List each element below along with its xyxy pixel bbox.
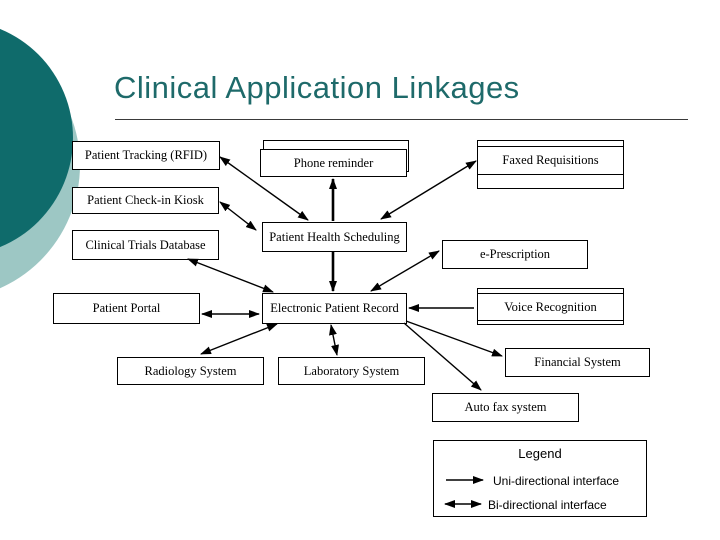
- legend-label-uni-directional: Uni-directional interface: [493, 474, 620, 488]
- slide-title: Clinical Application Linkages: [114, 70, 520, 105]
- node-electronic-patient-record: Electronic Patient Record: [262, 293, 407, 324]
- legend-box: Legend Uni-directional interface Bi-dire…: [433, 440, 647, 517]
- node-radiology-system: Radiology System: [117, 357, 264, 385]
- node-laboratory-system: Laboratory System: [278, 357, 425, 385]
- node-auto-fax-system: Auto fax system: [432, 393, 579, 422]
- edge-laboratory-epr: [329, 324, 339, 356]
- edge-kiosk-phs: [219, 201, 257, 231]
- edge-trials-epr: [187, 258, 274, 293]
- node-patient-tracking: Patient Tracking (RFID): [72, 141, 220, 170]
- node-patient-checkin-kiosk: Patient Check-in Kiosk: [72, 187, 219, 214]
- node-voice-recognition: Voice Recognition: [477, 293, 624, 321]
- title-underline: [115, 119, 688, 120]
- node-phone-reminder: Phone reminder: [260, 149, 407, 177]
- node-patient-health-scheduling: Patient Health Scheduling: [262, 222, 407, 252]
- edge-epr-eprescription: [370, 250, 440, 292]
- node-patient-portal: Patient Portal: [53, 293, 200, 324]
- legend-label-bi-directional: Bi-directional interface: [488, 498, 607, 512]
- node-e-prescription: e-Prescription: [442, 240, 588, 269]
- edge-epr-financial: [405, 320, 503, 357]
- edge-radiology-epr: [200, 323, 278, 355]
- node-financial-system: Financial System: [505, 348, 650, 377]
- node-clinical-trials-database: Clinical Trials Database: [72, 230, 219, 260]
- node-faxed-requisitions: Faxed Requisitions: [477, 146, 624, 175]
- legend-title: Legend: [518, 446, 562, 461]
